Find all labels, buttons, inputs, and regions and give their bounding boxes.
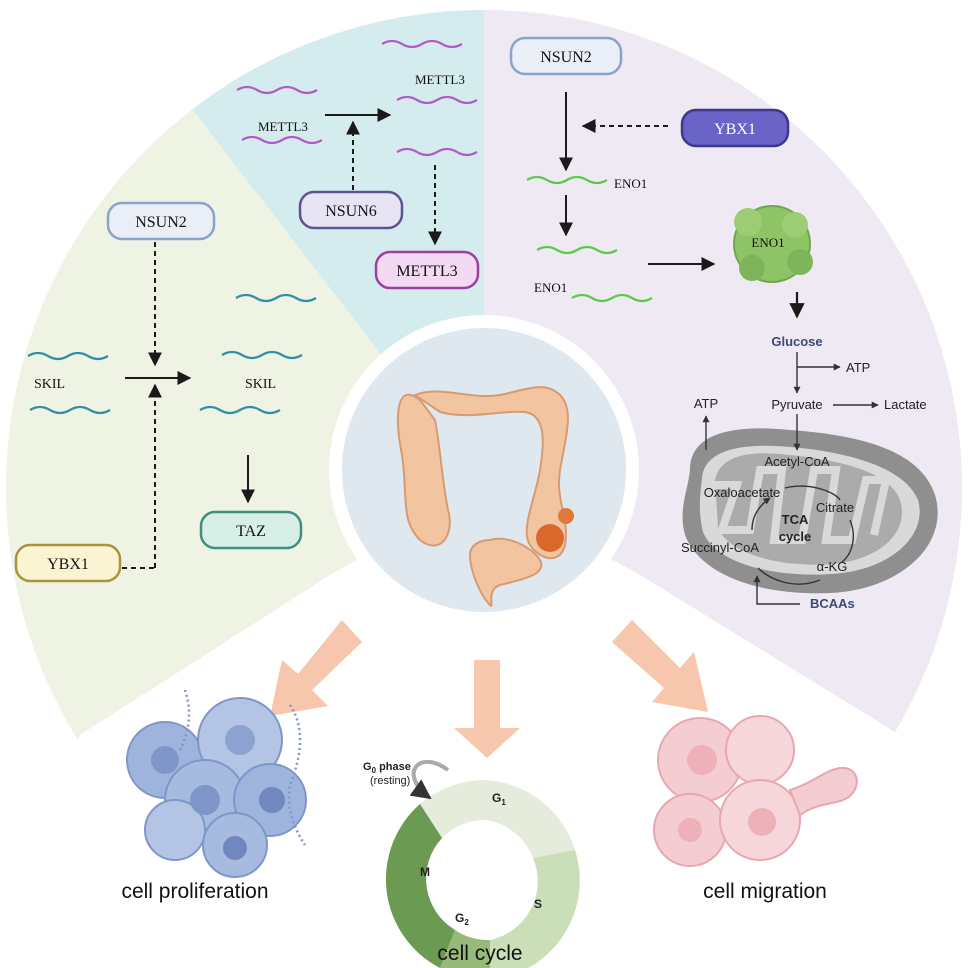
rna-skil-5	[199, 405, 281, 415]
s-label: S	[534, 897, 542, 911]
succinyl-coa-label: Succinyl-CoA	[681, 540, 759, 555]
migration-label: cell migration	[703, 880, 827, 903]
oxaloacetate-label: Oxaloacetate	[704, 485, 781, 500]
migration-cells-illustration	[653, 715, 858, 867]
proliferation-label: cell proliferation	[121, 880, 268, 903]
skil-left-label: SKIL	[34, 377, 65, 392]
eno1-mrna2-label: ENO1	[534, 280, 567, 295]
rna-top-2	[236, 85, 318, 95]
label-methyl-upper: METTL3	[415, 72, 465, 87]
ybx1-right-label: YBX1	[714, 121, 756, 138]
g1-label: G1	[492, 791, 506, 807]
cycle-label: cell cycle	[437, 942, 522, 965]
tca-line1: TCA	[782, 512, 809, 527]
rna-eno1-1	[526, 175, 608, 185]
citrate-label: Citrate	[816, 500, 854, 515]
g0-phase-label: G0 phase	[363, 761, 411, 775]
eno1-protein-label: ENO1	[751, 235, 784, 250]
cycle-m-segment	[385, 804, 455, 968]
rna-eno1-3	[571, 293, 653, 303]
top-panel: METTL3 METTL3 NSUN6 METTL3	[236, 39, 480, 290]
nsun2-right-label: NSUN2	[540, 49, 592, 66]
left-panel: NSUN2 SKIL SKIL YBX1 TAZ	[14, 201, 317, 583]
rna-eno1-2	[536, 245, 618, 255]
pyruvate-label: Pyruvate	[771, 397, 822, 412]
colon-illustration	[397, 386, 569, 607]
label-methyl-lower: METTL3	[258, 119, 308, 134]
right-panel: NSUN2 YBX1 ENO1 ENO1 ENO1 Glucose	[509, 36, 938, 611]
glucose-label: Glucose	[771, 334, 822, 349]
rna-top-5	[396, 147, 478, 157]
cell-cycle-donut	[385, 759, 580, 968]
ybx1-left-box	[14, 543, 122, 583]
ybx1-left-label: YBX1	[47, 556, 89, 573]
skil-right-label: SKIL	[245, 377, 276, 392]
cycle-g1-segment-b	[420, 780, 485, 838]
mitochondrion-illustration	[682, 428, 938, 594]
taz-box	[199, 510, 303, 550]
rna-skil-1	[27, 351, 109, 361]
eno1-mrna-label: ENO1	[614, 176, 647, 191]
cycle-g1-segment	[485, 780, 575, 858]
arrow-bcaas	[753, 575, 800, 605]
rna-top-4	[396, 95, 478, 105]
nsun6-box	[298, 190, 404, 230]
rna-top-3	[241, 135, 323, 145]
arrow-to-proliferation	[270, 620, 362, 716]
cycle-g2-segment	[440, 930, 490, 968]
m-label: M	[420, 865, 430, 879]
nsun6-label: NSUN6	[325, 203, 377, 220]
atp-right-label: ATP	[846, 360, 870, 375]
ybx1-right-box	[680, 108, 790, 148]
outcome-arrows	[270, 620, 708, 758]
arrow-to-migration	[612, 620, 708, 712]
rna-skil-2	[29, 405, 111, 415]
tumor-illustration	[536, 508, 574, 552]
atp-left-label: ATP	[694, 396, 718, 411]
nsun2-left-box	[106, 201, 216, 241]
rna-skil-4	[221, 350, 303, 360]
rna-top-1	[381, 39, 463, 49]
g0-return-arrow	[409, 759, 450, 800]
akg-label: α-KG	[817, 559, 848, 574]
tca-line2: cycle	[779, 529, 812, 544]
nsun2-left-label: NSUN2	[135, 214, 187, 231]
bcaas-label: BCAAs	[810, 596, 855, 611]
methyl-box	[374, 250, 480, 290]
g2-label: G2	[455, 911, 469, 927]
taz-label: TAZ	[236, 523, 266, 540]
arrow-to-cycle	[454, 660, 520, 758]
g0-resting-label: (resting)	[370, 775, 410, 787]
proliferation-cells-illustration	[126, 689, 307, 878]
methyl-box-label: METTL3	[396, 263, 457, 280]
cycle-s-segment	[490, 850, 580, 968]
eno1-protein-blob	[733, 205, 813, 283]
rna-skil-3	[235, 293, 317, 303]
nsun2-right-box	[509, 36, 623, 76]
tca-cycle-arc	[751, 485, 854, 585]
acetyl-coa-label: Acetyl-CoA	[764, 454, 829, 469]
lactate-label: Lactate	[884, 397, 927, 412]
